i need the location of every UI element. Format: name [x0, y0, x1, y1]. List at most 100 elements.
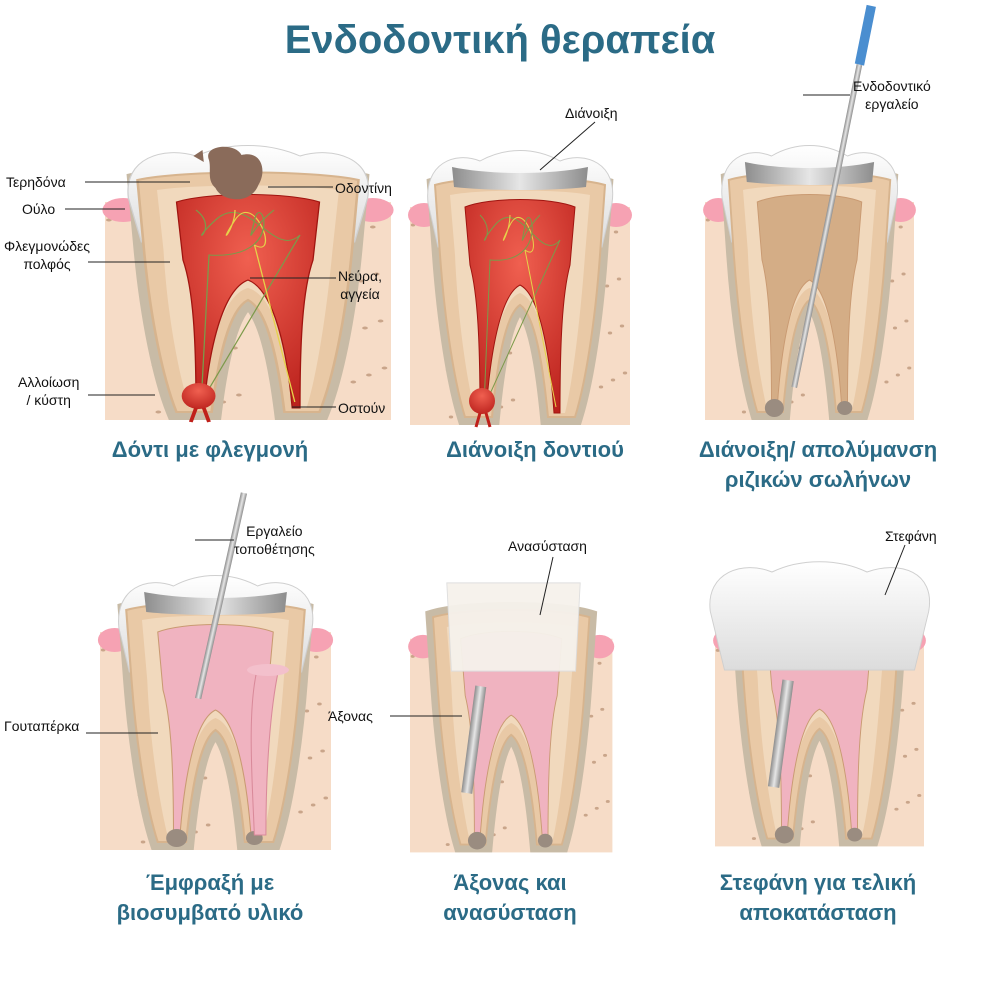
bone-pore: [622, 371, 628, 375]
label-nerves-line2: αγγεία: [340, 286, 380, 302]
nerve: [483, 214, 541, 408]
bone-pore: [323, 796, 329, 800]
placement-instrument: [195, 492, 248, 700]
bone-pore: [304, 709, 310, 713]
bone-pore: [895, 373, 900, 377]
gutta-percha-top: [247, 664, 289, 676]
bone-pore: [499, 780, 505, 784]
bone-pore: [904, 319, 909, 323]
endodontic-file: [791, 63, 863, 388]
bone-pore: [369, 225, 376, 229]
access-opening: [744, 162, 875, 185]
bone-pore: [800, 393, 805, 397]
bone-pore: [607, 331, 613, 335]
label-placement-instrument-line1: Εργαλείο: [246, 523, 303, 539]
apical-seal: [764, 399, 784, 417]
bone-pore: [502, 826, 507, 830]
lesion-vessel: [188, 407, 211, 423]
bone-pore: [140, 840, 146, 844]
bone-pore: [373, 272, 380, 276]
caption-line: Έμφραξή με: [145, 870, 275, 895]
bone-pore: [898, 225, 903, 229]
access-opening: [144, 592, 287, 615]
bone-pore: [905, 800, 910, 804]
pulp: [175, 194, 321, 409]
bone-pore: [741, 410, 747, 414]
gutta-percha: [250, 667, 280, 836]
apical-seal: [467, 831, 487, 850]
bone-pore: [894, 807, 899, 811]
label-dentin: Οδοντίνη: [335, 180, 392, 196]
caption-line: Δόντι με φλεγμονή: [111, 437, 309, 462]
caption-crown: Στεφάνη για τελική αποκατάσταση: [668, 868, 968, 928]
label-restoration: Ανασύσταση: [508, 538, 587, 554]
bone-pore: [807, 774, 813, 778]
label-nerves: Νεύρα, αγγεία: [338, 267, 382, 303]
bone-pore: [350, 380, 357, 384]
bone-pore: [358, 279, 364, 283]
label-placement-instrument-line2: τοποθέτησης: [234, 541, 315, 557]
bone-pore: [911, 701, 916, 705]
caption-opening: Διάνοιξη δοντιού: [385, 435, 685, 465]
label-bone: Οστούν: [338, 400, 386, 416]
label-caries: Τερηδόνα: [6, 174, 66, 190]
apical-seal: [774, 825, 794, 844]
bone-pore: [381, 366, 388, 370]
label-post: Άξονας: [328, 708, 373, 724]
bone-pore: [205, 823, 211, 827]
nerve: [195, 209, 301, 403]
nerve: [225, 209, 296, 403]
caption-line: Διάνοιξη/ απολύμανση: [698, 437, 938, 462]
caption-line: αποκατάσταση: [739, 900, 897, 925]
nerve: [502, 214, 557, 408]
caption-line: Άξονας και: [453, 870, 567, 895]
bone-pore: [317, 702, 322, 706]
label-pulp: Φλεγμονώδες πολφός: [4, 237, 90, 273]
label-gutta-percha: Γουταπέρκα: [4, 718, 80, 734]
bone-pore: [914, 747, 919, 751]
lesion: [469, 388, 495, 414]
bone-pore: [884, 380, 889, 384]
bone-pore: [366, 373, 372, 377]
bone-pore: [751, 837, 757, 841]
bone-pore: [377, 319, 384, 323]
bone-pore: [598, 385, 604, 389]
restoration: [446, 582, 581, 672]
bone-pore: [917, 793, 922, 797]
bone-pore: [589, 714, 594, 718]
post: [461, 685, 487, 794]
bone-pore: [298, 810, 303, 814]
leader-line: [539, 556, 554, 616]
caption-line: Στεφάνη για τελική: [719, 870, 917, 895]
label-placement-instrument: Εργαλείο τοποθέτησης: [234, 522, 315, 558]
post: [767, 679, 794, 788]
tooth-illustration: [97, 492, 334, 850]
bone-pore: [597, 661, 602, 665]
bone-pore: [362, 326, 368, 330]
lesion-vessel: [474, 412, 492, 428]
tooth-illustration: [709, 561, 931, 847]
leader-line: [539, 121, 596, 171]
label-crown: Στεφάνη: [885, 528, 937, 544]
label-endo-instrument-line1: Ενδοδοντικό: [853, 78, 931, 94]
pulp: [756, 194, 863, 409]
label-lesion-line1: Αλλοίωση: [18, 374, 80, 390]
label-nerves-line1: Νεύρα,: [338, 268, 382, 284]
bone-pore: [900, 708, 905, 712]
bone-pore: [605, 799, 610, 803]
bone-pore: [310, 803, 316, 807]
label-pulp-line1: Φλεγμονώδες: [4, 238, 90, 254]
label-opening: Διάνοιξη: [565, 105, 618, 121]
bone-pore: [591, 760, 597, 764]
bone-pore: [600, 707, 605, 711]
bone-pore: [890, 279, 895, 283]
caption-post-restoration: Άξονας και ανασύσταση: [360, 868, 660, 928]
label-pulp-line2: πολφός: [23, 256, 71, 272]
file-handle: [854, 4, 876, 66]
access-opening: [452, 167, 588, 190]
caption-line: ανασύσταση: [443, 900, 577, 925]
bone-pore: [313, 655, 319, 659]
caption-line: Διάνοιξη δοντιού: [446, 437, 624, 462]
caries: [208, 146, 263, 200]
